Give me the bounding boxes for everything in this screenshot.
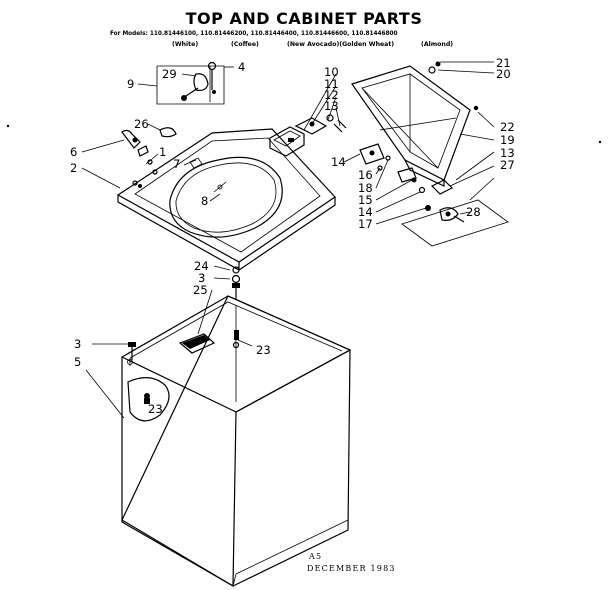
front-screw <box>128 342 136 360</box>
callout-3b: 3 <box>74 337 81 351</box>
inset-switch-box <box>156 65 225 105</box>
models-line: For Models: 110.81446100, 110.81446200, … <box>110 29 398 37</box>
callout-2: 2 <box>70 161 77 175</box>
callout-6: 6 <box>70 145 77 159</box>
rear-corner-hardware <box>231 266 241 349</box>
color-white: (White) <box>172 41 199 48</box>
callout-9: 9 <box>127 77 134 91</box>
callout-26: 26 <box>134 117 149 131</box>
callout-28: 28 <box>466 205 481 219</box>
callout-13b: 13 <box>500 146 515 160</box>
cabinet-body <box>120 295 352 588</box>
callout-29: 29 <box>162 67 177 81</box>
callout-27: 27 <box>500 158 515 172</box>
callout-22: 22 <box>500 120 515 134</box>
callout-25: 25 <box>193 283 208 297</box>
callout-8: 8 <box>201 194 208 208</box>
color-avocado-wheat: (New Avocado)(Golden Wheat) <box>287 41 395 48</box>
inset-28 <box>401 199 509 247</box>
callout-1: 1 <box>159 145 166 159</box>
lid-hinge-assembly <box>269 114 347 157</box>
callout-21: 21 <box>496 56 511 70</box>
callout-14a: 14 <box>331 155 346 169</box>
leader-lines <box>81 61 495 419</box>
callout-labels: 21 20 10 11 12 13 4 29 9 26 6 1 7 2 8 14… <box>70 56 515 416</box>
callout-24: 24 <box>194 259 209 273</box>
callout-10: 10 <box>324 65 339 79</box>
callout-5: 5 <box>74 355 81 369</box>
callout-13: 13 <box>324 99 339 113</box>
callout-3a: 3 <box>198 271 205 285</box>
bracket-25 <box>178 333 216 354</box>
callout-19: 19 <box>500 133 515 147</box>
color-coffee: (Coffee) <box>231 41 259 48</box>
callout-7: 7 <box>173 157 180 171</box>
color-almond: (Almond) <box>421 41 454 48</box>
callout-15: 15 <box>358 193 373 207</box>
footer-code: A5 <box>309 552 323 561</box>
bolt-4 <box>207 61 217 90</box>
callout-17: 17 <box>358 217 373 231</box>
callout-12: 12 <box>324 88 339 102</box>
latch-parts <box>359 143 454 211</box>
page-title: TOP AND CABINET PARTS <box>185 9 423 28</box>
cabinet-top <box>116 128 336 271</box>
callout-14b: 14 <box>358 205 373 219</box>
callout-4: 4 <box>238 60 245 74</box>
callout-18: 18 <box>358 181 373 195</box>
hinge-parts <box>121 127 177 188</box>
footer-date: DECEMBER 1983 <box>307 564 396 573</box>
callout-23b: 23 <box>148 402 163 416</box>
lid <box>351 61 479 187</box>
callout-20: 20 <box>496 67 511 81</box>
callout-11: 11 <box>324 77 339 91</box>
callout-23a: 23 <box>256 343 271 357</box>
callout-16: 16 <box>358 168 373 182</box>
